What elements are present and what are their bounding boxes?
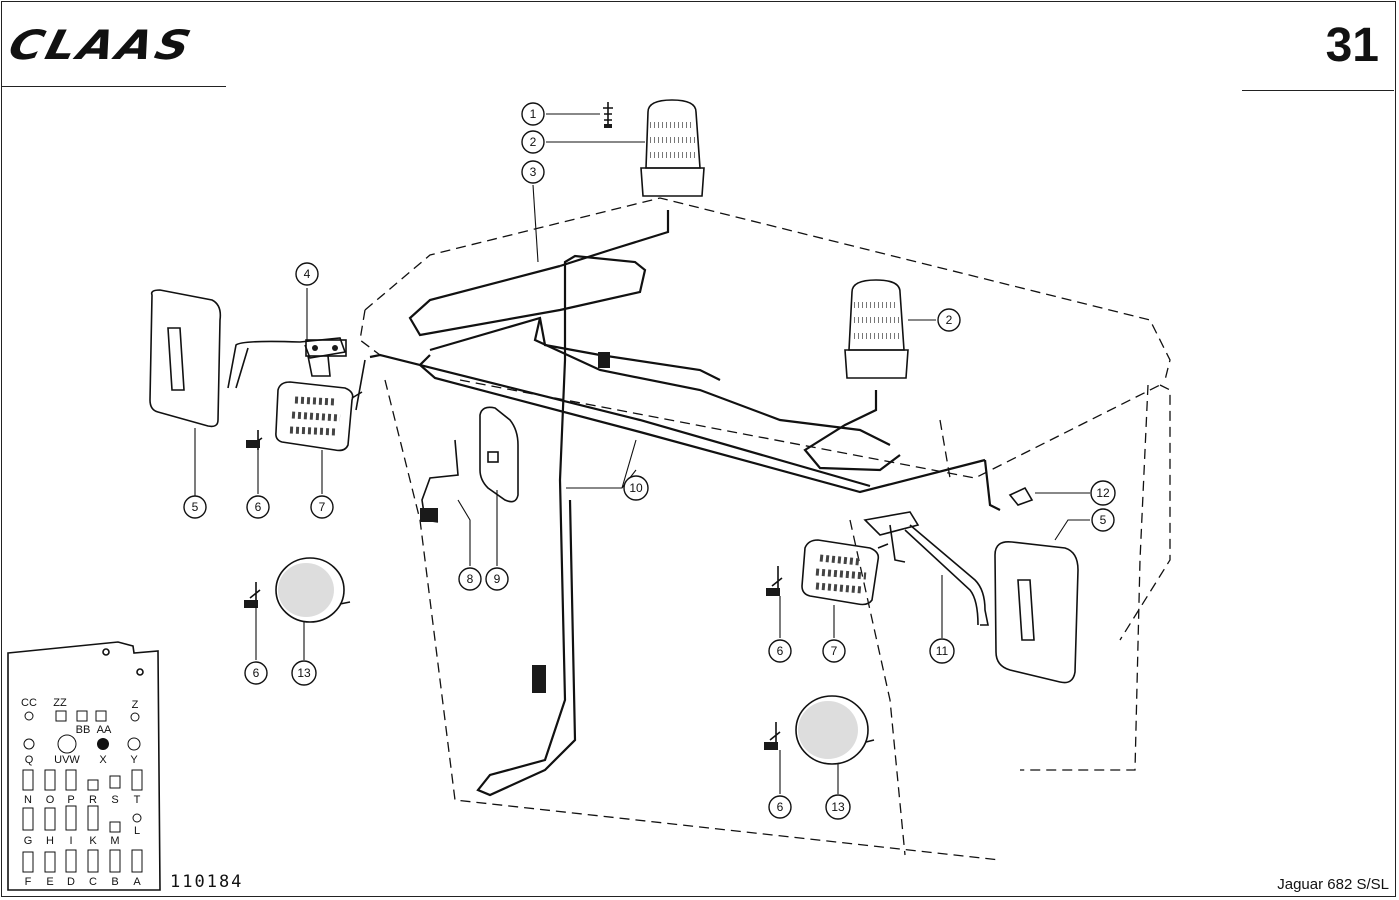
callout-part-2: 2 xyxy=(521,130,545,154)
mirror-bracket-part-11 xyxy=(863,511,989,626)
header-rule xyxy=(1242,90,1394,91)
fuse-label: P xyxy=(67,794,74,806)
fuse-label: AA xyxy=(97,724,112,736)
fuse-label: T xyxy=(134,794,141,806)
mirror-part-5 xyxy=(149,289,222,428)
callout-label: 1 xyxy=(530,107,537,121)
callout-part-1: 1 xyxy=(521,102,545,126)
fuse-label: BB xyxy=(76,724,91,736)
wiring-harness xyxy=(355,254,1001,797)
callout-part-2: 2 xyxy=(937,308,961,332)
mirror-bracket-part-4 xyxy=(227,337,347,389)
fuse-label: I xyxy=(69,835,72,847)
fuse-label: A xyxy=(133,876,141,888)
beacon-part-2 xyxy=(559,99,705,268)
callout-part-13: 13 xyxy=(825,794,851,820)
work-lamp-part-7 xyxy=(801,539,889,606)
fuse-label: L xyxy=(134,825,140,837)
callout-label: 8 xyxy=(467,572,474,586)
callout-label: 5 xyxy=(1100,513,1107,527)
fuse-label: X xyxy=(99,754,107,766)
fuse-label: D xyxy=(67,876,75,888)
fuse-label: F xyxy=(25,876,32,888)
bulb-part-6 xyxy=(766,566,783,596)
callout-part-6: 6 xyxy=(768,639,792,663)
callout-label: 4 xyxy=(304,267,311,281)
callout-part-9: 9 xyxy=(485,567,509,591)
fuse-label: R xyxy=(89,794,97,806)
fuse-label: CC xyxy=(21,697,37,709)
fuse-label: B xyxy=(111,876,118,888)
fuse-label: C xyxy=(89,876,97,888)
callout-part-7: 7 xyxy=(310,495,334,519)
work-lamp-part-7 xyxy=(275,381,363,452)
fuse-label: ZZ xyxy=(53,697,67,709)
fuse-label: K xyxy=(89,835,97,847)
drawing-number: 110184 xyxy=(170,872,244,892)
fuse-label: G xyxy=(24,835,33,847)
callout-part-6: 6 xyxy=(246,495,270,519)
fuse-label: S xyxy=(111,794,118,806)
callout-label: 11 xyxy=(936,644,949,658)
connector-part-12 xyxy=(1008,486,1034,506)
fuse-label: UVW xyxy=(54,754,80,766)
fuse-label: Z xyxy=(132,699,139,711)
bracket-part-8 xyxy=(420,439,459,523)
callout-label: 6 xyxy=(777,800,784,814)
callout-part-10: 10 xyxy=(623,475,649,501)
callout-label: 2 xyxy=(946,313,953,327)
fuse-label: E xyxy=(46,876,53,888)
fuse-label: Y xyxy=(130,754,138,766)
fuse-label: N xyxy=(24,794,32,806)
callout-part-5: 5 xyxy=(1091,508,1115,532)
beacon-part-2 xyxy=(803,279,909,472)
callout-label: 6 xyxy=(253,666,260,680)
fuse-label: Q xyxy=(25,754,34,766)
mirror-part-9 xyxy=(479,406,519,503)
callout-label: 10 xyxy=(629,481,643,495)
fuse-label: H xyxy=(46,835,54,847)
screw-part-1 xyxy=(603,102,613,128)
callout-part-8: 8 xyxy=(458,567,482,591)
header-rule xyxy=(1,86,226,87)
callout-label: 13 xyxy=(831,800,845,814)
callout-part-11: 11 xyxy=(929,638,955,664)
callout-part-13: 13 xyxy=(291,660,317,686)
model-name: Jaguar 682 S/SL xyxy=(1277,876,1389,893)
callout-part-12: 12 xyxy=(1090,480,1116,506)
callout-label: 5 xyxy=(192,500,199,514)
callout-part-6: 6 xyxy=(244,661,268,685)
round-lamp-part-13 xyxy=(795,695,875,765)
callout-label: 7 xyxy=(831,644,838,658)
callout-part-7: 7 xyxy=(822,639,846,663)
callout-label: 6 xyxy=(777,644,784,658)
callout-part-6: 6 xyxy=(768,795,792,819)
callout-label: 7 xyxy=(319,500,326,514)
mirror-part-5 xyxy=(994,540,1079,684)
fuse-label: M xyxy=(110,835,119,847)
callout-label: 13 xyxy=(297,666,311,680)
callout-label: 2 xyxy=(530,135,537,149)
callout-label: 6 xyxy=(255,500,262,514)
cab-outline xyxy=(359,197,1171,861)
callout-label: 9 xyxy=(494,572,501,586)
bulb-part-6 xyxy=(246,430,263,450)
page-number: 31 xyxy=(1325,19,1379,72)
callout-part-4: 4 xyxy=(295,262,319,286)
round-lamp-part-13 xyxy=(275,557,351,623)
callout-label: 3 xyxy=(530,165,537,179)
bulb-part-6 xyxy=(244,582,261,608)
callout-label: 12 xyxy=(1096,486,1110,500)
fuse-box: CC ZZ Z BB AA Q UVW X Y N O P R S T xyxy=(7,641,161,891)
leader-lines xyxy=(194,113,1090,794)
callout-part-5: 5 xyxy=(183,495,207,519)
callout-part-3: 3 xyxy=(521,160,545,184)
fuse-label: O xyxy=(46,794,55,806)
bulb-part-6 xyxy=(764,722,781,750)
